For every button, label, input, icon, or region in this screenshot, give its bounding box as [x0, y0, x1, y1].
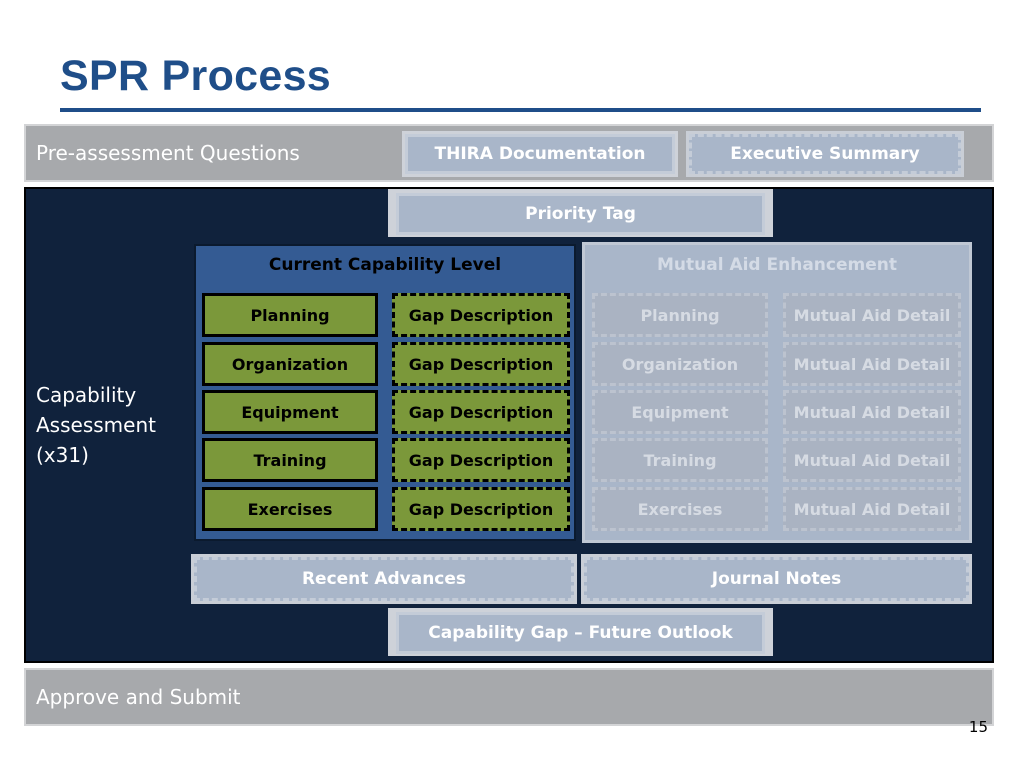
- gap-description-planning: Gap Description: [392, 293, 570, 337]
- capability-gap-future-outlook-box: Capability Gap – Future Outlook: [396, 612, 765, 654]
- element-planning: Planning: [202, 293, 378, 337]
- capability-assessment-line-2: Assessment: [36, 413, 156, 437]
- gap-description-equipment: Gap Description: [392, 390, 570, 434]
- approve-submit-label: Approve and Submit: [36, 685, 241, 709]
- pre-assessment-label: Pre-assessment Questions: [36, 141, 300, 165]
- gap-description-exercises: Gap Description: [392, 487, 570, 531]
- mutual-element-training: Training: [592, 438, 768, 482]
- mutual-aid-detail-exercises: Mutual Aid Detail: [783, 487, 961, 531]
- mutual-aid-title: Mutual Aid Enhancement: [656, 255, 897, 275]
- priority-tag-box: Priority Tag: [396, 193, 765, 235]
- title-underline: [60, 108, 981, 112]
- element-training: Training: [202, 438, 378, 482]
- thira-documentation-box: THIRA Documentation: [405, 134, 675, 174]
- gap-description-organization: Gap Description: [392, 342, 570, 386]
- journal-notes-box: Journal Notes: [584, 557, 969, 601]
- mutual-aid-detail-equipment: Mutual Aid Detail: [783, 390, 961, 434]
- capability-assessment-line-1: Capability: [36, 383, 137, 407]
- element-organization: Organization: [202, 342, 378, 386]
- current-capability-title: Current Capability Level: [268, 255, 502, 275]
- mutual-element-equipment: Equipment: [592, 390, 768, 434]
- capability-assessment-label: Capability Assessment (x31): [36, 380, 186, 470]
- gap-description-training: Gap Description: [392, 438, 570, 482]
- mutual-aid-detail-planning: Mutual Aid Detail: [783, 293, 961, 337]
- element-equipment: Equipment: [202, 390, 378, 434]
- element-exercises: Exercises: [202, 487, 378, 531]
- mutual-aid-detail-organization: Mutual Aid Detail: [783, 342, 961, 386]
- mutual-element-planning: Planning: [592, 293, 768, 337]
- slide-title: SPR Process: [60, 52, 332, 100]
- approve-submit-band: [24, 668, 994, 726]
- mutual-aid-detail-training: Mutual Aid Detail: [783, 438, 961, 482]
- recent-advances-box: Recent Advances: [194, 557, 574, 601]
- page-number: 15: [968, 718, 988, 736]
- mutual-element-exercises: Exercises: [592, 487, 768, 531]
- executive-summary-box: Executive Summary: [689, 134, 961, 174]
- capability-assessment-line-3: (x31): [36, 443, 89, 467]
- mutual-element-organization: Organization: [592, 342, 768, 386]
